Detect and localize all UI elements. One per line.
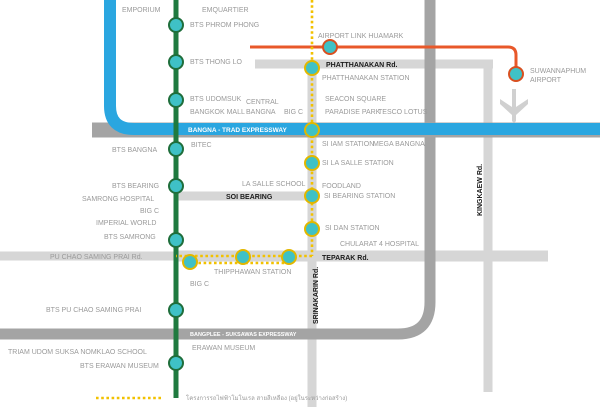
label-big-c-mid: BIG C [140, 208, 159, 215]
label-kingkaew-rd: KINGKAEW Rd. [477, 164, 484, 216]
label-bts-erawan-museum: BTS ERAWAN MUSEUM [80, 363, 159, 370]
station-suvarnabhumi[interactable] [508, 66, 524, 82]
label-airport-link-huamark: AIRPORT LINK HUAMARK [318, 33, 404, 40]
expressway-bangplee-suksawas [0, 0, 436, 340]
station-erawan-museum[interactable] [168, 355, 184, 371]
map-labels: EMPORIUM EMQUARTIER BTS PHROM PHONG AIRP… [8, 7, 586, 370]
label-emporium: EMPORIUM [122, 7, 161, 14]
yellow-line-stations [182, 60, 320, 270]
station-thong-lo[interactable] [168, 54, 184, 70]
label-soi-bearing: SOI BEARING [226, 194, 273, 201]
label-bangna-trad: BANGNA - TRAD EXPRESSWAY [188, 127, 288, 134]
label-thipphawan-station: THIPPHAWAN STATION [214, 269, 291, 276]
label-bitec: BITEC [191, 142, 212, 149]
label-srinakarin-rd: SRINAKARIN Rd. [313, 267, 320, 324]
label-seacon-square: SEACON SQUARE [325, 96, 386, 103]
station-teparak[interactable] [281, 249, 297, 265]
label-si-dan-station: SI DAN STATION [325, 225, 380, 232]
label-chularat-4-hospital: CHULARAT 4 HOSPITAL [340, 241, 419, 248]
label-big-c-bottom: BIG C [190, 281, 209, 288]
label-si-bearing-station: SI BEARING STATION [324, 193, 395, 200]
label-teparak-rd: TEPARAK Rd. [322, 255, 369, 262]
legend-yellow-text: โครงการรถไฟฟ้าโมโนเรล สายสีเหลือง (อยู่ใ… [186, 394, 347, 402]
station-samrong-yellow[interactable] [182, 254, 198, 270]
station-si-bearing[interactable] [304, 188, 320, 204]
label-foodland: FOODLAND [322, 183, 361, 190]
label-bts-pu-chao: BTS PU CHAO SAMING PRAI [46, 307, 141, 314]
label-si-iam-station: SI IAM STATION [322, 141, 374, 148]
label-samrong-hospital: SAMRONG HOSPITAL [82, 196, 154, 203]
label-bangplee-suksawas: BANGPLEE - SUKSAWAS EXPRESSWAY [190, 332, 297, 338]
station-si-iam[interactable] [304, 122, 320, 138]
station-bearing[interactable] [168, 178, 184, 194]
legend: โครงการรถไฟฟ้าโมโนเรล สายสีเหลือง (อยู่ใ… [96, 394, 347, 402]
label-central: CENTRAL [246, 99, 279, 106]
station-phatthanakan[interactable] [304, 60, 320, 76]
label-phatthanakan-rd: PHATTHANAKAN Rd. [326, 62, 397, 69]
label-tesco-lotus: TESCO LOTUS [378, 109, 428, 116]
label-bts-bearing: BTS BEARING [112, 183, 159, 190]
label-bts-phrom-phong: BTS PHROM PHONG [190, 22, 259, 29]
station-samrong[interactable] [168, 232, 184, 248]
station-huamark[interactable] [322, 39, 338, 55]
station-bangna[interactable] [168, 141, 184, 157]
label-big-c-top: BIG C [284, 109, 303, 116]
label-mega-bangna: MEGA BANGNA [373, 141, 425, 148]
label-erawan-museum: ERAWAN MUSEUM [192, 345, 255, 352]
station-pu-chao[interactable] [168, 302, 184, 318]
label-suvarnabhumi: SUWANNAPHUM [530, 68, 586, 75]
label-bts-samrong: BTS SAMRONG [104, 234, 156, 241]
label-bangna: BANGNA [246, 109, 276, 116]
station-udomsuk[interactable] [168, 92, 184, 108]
orange-line-stations [322, 39, 524, 82]
station-si-dan[interactable] [304, 221, 320, 237]
label-pu-chao-rd: PU CHAO SAMING PRAI Rd. [50, 254, 143, 261]
airport-link-line [250, 45, 518, 73]
label-la-salle-school: LA SALLE SCHOOL [242, 181, 306, 188]
label-bts-thong-lo: BTS THONG LO [190, 59, 243, 66]
label-paradise-park: PARADISE PARK [325, 109, 381, 116]
airplane-icon [500, 89, 528, 123]
label-imperial-world: IMPERIAL WORLD [96, 220, 156, 227]
label-emquartier: EMQUARTIER [202, 7, 249, 14]
label-bts-udomsuk: BTS UDOMSUK [190, 96, 242, 103]
station-si-la-salle[interactable] [304, 155, 320, 171]
label-si-la-salle-station: SI LA SALLE STATION [322, 160, 394, 167]
label-bangkok-mall: BANGKOK MALL [190, 109, 245, 116]
label-bts-bangna: BTS BANGNA [112, 147, 157, 154]
label-airport: AIRPORT [530, 77, 562, 84]
station-phrom-phong[interactable] [168, 17, 184, 33]
blue-line [104, 0, 600, 135]
label-triam-udom-suksa: TRIAM UDOM SUKSA NOMKLAO SCHOOL [8, 349, 147, 356]
station-thipphawan[interactable] [235, 249, 251, 265]
label-phatthanakan-station: PHATTHANAKAN STATION [322, 75, 410, 82]
expressways [0, 0, 600, 340]
green-line-stations [168, 17, 184, 371]
